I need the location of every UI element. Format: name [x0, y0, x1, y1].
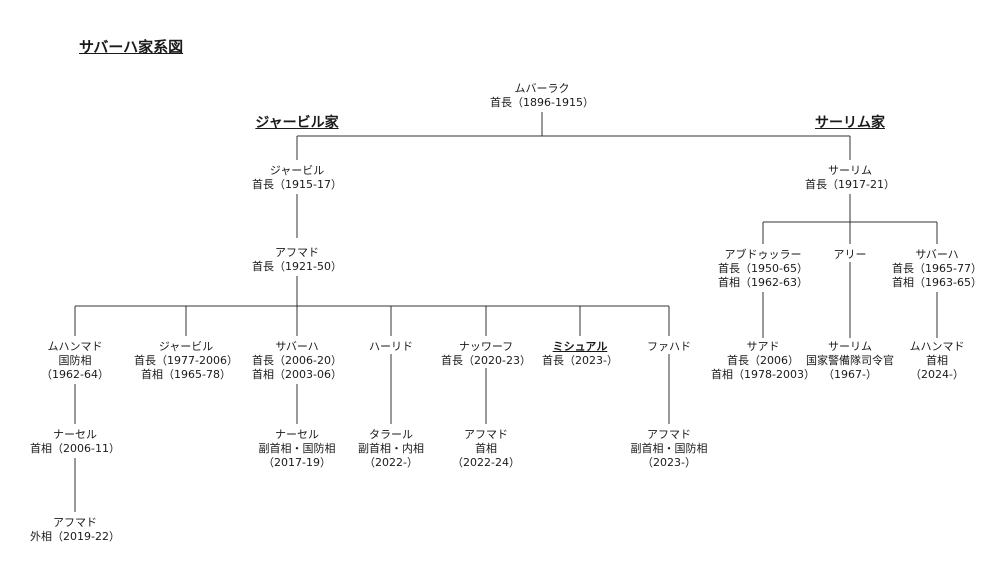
node-name: ムバーラク: [514, 82, 570, 95]
node-name: アフマド: [464, 428, 508, 441]
node-detail: 外相（2019-22）: [30, 530, 120, 543]
node-detail: 首相（1962-63）: [718, 276, 808, 289]
node-detail: 首相（2006-11）: [30, 442, 120, 455]
node-muhammad2: ムハンマド 首相 （2024-）: [910, 340, 965, 382]
node-jaber2: ジャービル 首長（1977-2006） 首相（1965-78）: [134, 340, 238, 382]
node-jaber1: ジャービル 首長（1915-17）: [252, 164, 342, 192]
node-detail: 副首相・国防相: [630, 442, 708, 455]
node-name: ムハンマド: [47, 340, 103, 353]
node-salem1: サーリム 首長（1917-21）: [805, 164, 895, 192]
node-detail: （2024-）: [910, 368, 964, 381]
node-name: サバーハ: [275, 340, 319, 353]
node-detail: 首長（2006）: [727, 354, 799, 367]
node-name: サーリム: [828, 164, 872, 177]
node-detail: 首相（1978-2003）: [711, 368, 815, 381]
node-name: アフマド: [275, 246, 319, 259]
node-detail: 首長（2020-23）: [441, 354, 531, 367]
node-ahmad4: アフマド 外相（2019-22）: [30, 516, 120, 544]
node-detail: 首長（1965-77）: [892, 262, 982, 275]
node-name: ジャービル: [269, 164, 325, 177]
node-detail: （2022-）: [364, 456, 418, 469]
node-mishal: ミシュアル 首長（2023-）: [542, 340, 618, 368]
node-detail: 首相: [926, 354, 948, 367]
house-label-jaber: ジャービル家: [255, 115, 339, 131]
node-name: ジャービル: [158, 340, 214, 353]
node-detail: 首長（1921-50）: [252, 260, 342, 273]
node-ahmad1: アフマド 首長（1921-50）: [252, 246, 342, 274]
node-name: サバーハ: [915, 248, 959, 261]
page-title: サバーハ家系図: [79, 38, 184, 56]
node-detail: 首相（1963-65）: [892, 276, 982, 289]
node-detail: 首相: [475, 442, 497, 455]
node-detail: 首長（1950-65）: [718, 262, 808, 275]
node-saad: サアド 首長（2006） 首相（1978-2003）: [711, 340, 815, 382]
node-sabah4: サバーハ 首長（2006-20） 首相（2003-06）: [252, 340, 342, 382]
node-detail: 首長（2006-20）: [252, 354, 342, 367]
node-detail: 副首相・内相: [358, 442, 424, 455]
node-detail: 首相（2003-06）: [252, 368, 342, 381]
node-ahmad3: アフマド 副首相・国防相 （2023-）: [631, 428, 708, 470]
node-detail: 首長（2023-）: [542, 354, 618, 367]
node-fahad: ファハド: [647, 340, 691, 354]
node-detail: 国家警備隊司令官: [806, 354, 894, 367]
node-name: ハーリド: [369, 340, 413, 353]
node-name: ムハンマド: [909, 340, 965, 353]
node-ahmad2: アフマド 首相 （2022-24）: [452, 428, 520, 470]
node-name: ミシュアル: [552, 340, 608, 353]
node-detail: （2023-）: [642, 456, 696, 469]
node-name: アフマド: [647, 428, 691, 441]
node-detail: 首長（1915-17）: [252, 178, 342, 191]
node-name: アリー: [833, 248, 867, 261]
node-muhammad1: ムハンマド 国防相 （1962-64）: [41, 340, 109, 382]
node-name: ナーセル: [53, 428, 97, 441]
node-detail: 副首相・国防相: [258, 442, 336, 455]
node-salem2: サーリム 国家警備隊司令官 （1967-）: [806, 340, 894, 382]
node-name: ナーセル: [275, 428, 319, 441]
node-khalid: ハーリド: [369, 340, 413, 354]
node-name: サアド: [746, 340, 780, 353]
node-detail: 首長（1896-1915）: [490, 96, 594, 109]
node-sabah3: サバーハ 首長（1965-77） 首相（1963-65）: [892, 248, 982, 290]
node-nawaf: ナッワーフ 首長（2020-23）: [441, 340, 531, 368]
house-label-salem: サーリム家: [815, 115, 885, 131]
node-nasser2: ナーセル 副首相・国防相 （2017-19）: [259, 428, 336, 470]
node-name: サーリム: [828, 340, 872, 353]
node-detail: 首相（1965-78）: [141, 368, 231, 381]
node-detail: （1967-）: [823, 368, 877, 381]
node-name: アブドゥッラー: [724, 248, 802, 261]
node-name: タラール: [369, 428, 413, 441]
node-detail: 首長（1917-21）: [805, 178, 895, 191]
node-nasser1: ナーセル 首相（2006-11）: [30, 428, 120, 456]
node-detail: （2022-24）: [452, 456, 520, 469]
node-talal: タラール 副首相・内相 （2022-）: [358, 428, 424, 470]
node-detail: （1962-64）: [41, 368, 109, 381]
node-name: アフマド: [53, 516, 97, 529]
node-abdullah: アブドゥッラー 首長（1950-65） 首相（1962-63）: [718, 248, 808, 290]
node-name: ファハド: [647, 340, 691, 353]
node-detail: （2017-19）: [263, 456, 331, 469]
node-mubarak: ムバーラク 首長（1896-1915）: [490, 82, 594, 110]
node-detail: 首長（1977-2006）: [134, 354, 238, 367]
node-name: ナッワーフ: [458, 340, 514, 353]
node-ali: アリー: [834, 248, 867, 262]
node-detail: 国防相: [58, 354, 92, 367]
